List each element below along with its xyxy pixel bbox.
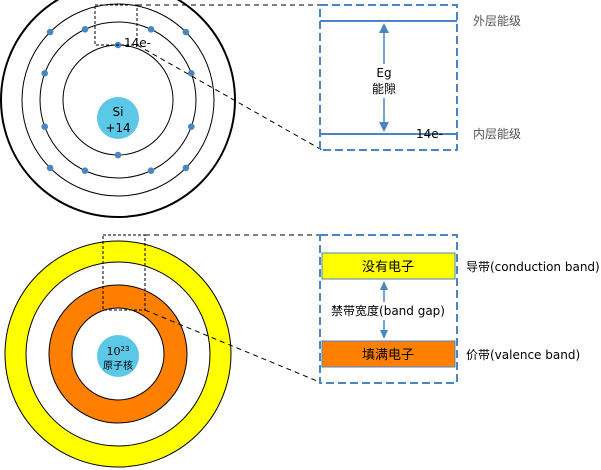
electron-shell-2: [39, 21, 197, 179]
nucleus-bottom: [97, 335, 139, 377]
nucleus-count: 1023: [107, 345, 130, 358]
energy-gap-arrow-head-up: [379, 23, 389, 33]
electron-shell-3: [21, 3, 215, 197]
electron-dot: [182, 28, 190, 36]
outer-level-label: 外层能级: [473, 14, 521, 28]
band-model-atom: 1023 原子核: [4, 234, 232, 468]
band-gap-arrow-head-up: [380, 281, 388, 290]
conduction-band-label: 导带(conduction band): [466, 260, 600, 274]
band-gap-label-bg: [324, 302, 453, 320]
nucleus-symbol: Si: [113, 105, 124, 119]
energy-gap-arrow-head-down: [379, 122, 389, 132]
zoom-window-bottom: [102, 234, 146, 311]
zoom-connector-bottom-lower: [144, 309, 323, 384]
electron-dot: [81, 167, 89, 174]
gap-symbol: Eg: [376, 66, 391, 80]
nucleus-label: 原子核: [103, 359, 133, 372]
inner-level-label: 内层能级: [473, 127, 521, 141]
outer-electron-count: 14e-: [124, 36, 151, 50]
band-gap-detail: 没有电子 禁带宽度(band gap) 填满电子 导带(conduction b…: [319, 234, 600, 384]
energy-level-detail: Eg 能隙 14e- 外层能级 内层能级: [319, 4, 521, 151]
band-gap-label: 禁带宽度(band gap): [331, 303, 445, 318]
silicon-atom: Si +14 14e-: [0, 0, 236, 218]
conduction-box-label: 没有电子: [362, 260, 414, 275]
electron-dot: [46, 28, 54, 36]
valence-band-box: [321, 340, 456, 368]
inner-level-electrons: 14e-: [416, 127, 443, 141]
gap-label: 能隙: [372, 82, 396, 96]
electron-dot: [188, 123, 195, 130]
gap-label-bg: [366, 64, 402, 98]
electron-dot: [147, 26, 155, 33]
electron-dot: [41, 123, 48, 130]
valence-box-label: 填满电子: [362, 348, 414, 363]
electron-dot: [81, 26, 89, 33]
si-nucleus: [97, 97, 139, 139]
electron-dot: [147, 167, 155, 174]
electron-dot: [182, 164, 190, 172]
electron-dot: [188, 70, 195, 77]
detail-frame-top: [319, 4, 458, 151]
zoom-window-top: [94, 4, 138, 46]
electron-dot: [114, 151, 122, 159]
conduction-band-box: [321, 252, 456, 280]
electron-dot: [46, 164, 54, 172]
electron-dots: [41, 26, 195, 174]
electron-dot: [41, 70, 48, 77]
nucleus-charge: +14: [105, 121, 130, 135]
band-gap-arrow-head-down: [380, 330, 388, 339]
valence-band-label: 价带(valence band): [466, 348, 580, 362]
detail-frame-bottom: [319, 234, 458, 384]
